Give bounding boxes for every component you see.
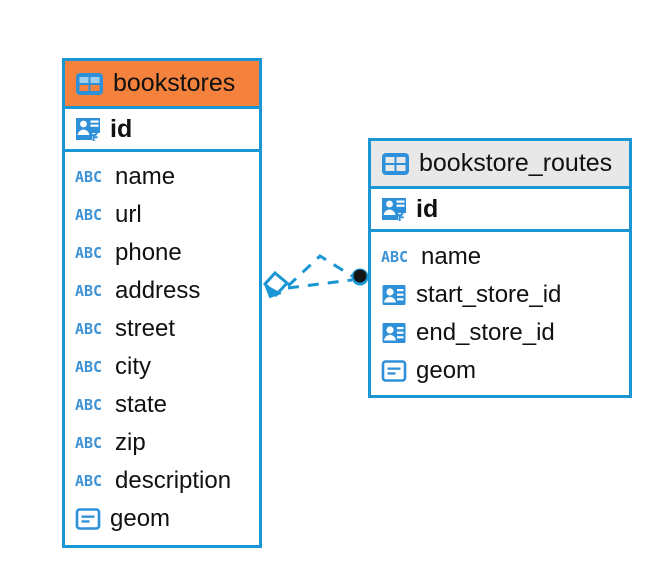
field-label: geom bbox=[110, 505, 171, 532]
field-row-state[interactable]: ABC state bbox=[65, 386, 259, 424]
abc-text-icon: ABC bbox=[75, 395, 103, 414]
field-label: name bbox=[115, 163, 176, 190]
field-label: state bbox=[115, 391, 168, 418]
field-label: name bbox=[421, 243, 482, 270]
field-row-start-store-id[interactable]: start_store_id bbox=[371, 276, 629, 314]
abc-text-icon: ABC bbox=[75, 357, 103, 376]
table-header-bookstores[interactable]: bookstores bbox=[65, 61, 259, 106]
table-header-bookstore-routes[interactable]: bookstore_routes bbox=[371, 141, 629, 186]
abc-text-icon: ABC bbox=[75, 433, 103, 452]
field-row-phone[interactable]: ABC phone bbox=[65, 234, 259, 272]
table-grid-icon bbox=[75, 71, 104, 97]
field-row-id[interactable]: id bbox=[65, 106, 259, 152]
abc-text-icon: ABC bbox=[75, 205, 103, 224]
table-bookstores[interactable]: bookstores id ABC name bbox=[62, 58, 262, 548]
field-label: phone bbox=[115, 239, 182, 266]
field-label: description bbox=[115, 467, 232, 494]
field-row-address[interactable]: ABC address bbox=[65, 272, 259, 310]
table-title: bookstores bbox=[113, 69, 236, 97]
field-row-zip[interactable]: ABC zip bbox=[65, 424, 259, 462]
table-grid-icon bbox=[381, 151, 410, 177]
field-label: start_store_id bbox=[416, 281, 562, 308]
field-label: geom bbox=[416, 357, 477, 384]
geometry-icon bbox=[381, 358, 407, 384]
connector-branch-upper bbox=[286, 254, 353, 288]
field-row-id[interactable]: id bbox=[371, 186, 629, 232]
field-label: city bbox=[115, 353, 151, 380]
primary-key-label: id bbox=[416, 194, 439, 223]
primary-key-icon bbox=[75, 116, 101, 142]
field-row-description[interactable]: ABC description bbox=[65, 462, 259, 500]
table-title: bookstore_routes bbox=[419, 149, 613, 177]
geometry-icon bbox=[75, 506, 101, 532]
field-label: zip bbox=[115, 429, 146, 456]
field-row-end-store-id[interactable]: end_store_id bbox=[371, 314, 629, 352]
foreign-key-icon bbox=[381, 282, 407, 308]
filled-circle-endpoint-icon bbox=[351, 268, 369, 286]
field-list-bookstores: ABC name ABC url ABC phone ABC address A… bbox=[65, 152, 259, 544]
field-label: url bbox=[115, 201, 142, 228]
field-row-name[interactable]: ABC name bbox=[371, 238, 629, 276]
table-bookstore-routes[interactable]: bookstore_routes id ABC name bbox=[368, 138, 632, 398]
diamond-endpoint-icon bbox=[262, 270, 290, 299]
abc-text-icon: ABC bbox=[75, 243, 103, 262]
field-label: street bbox=[115, 315, 176, 342]
field-row-geom[interactable]: geom bbox=[371, 352, 629, 390]
field-row-city[interactable]: ABC city bbox=[65, 348, 259, 386]
abc-text-icon: ABC bbox=[75, 319, 103, 338]
abc-text-icon: ABC bbox=[75, 471, 103, 490]
field-label: end_store_id bbox=[416, 319, 555, 346]
abc-text-icon: ABC bbox=[381, 247, 409, 266]
field-row-name[interactable]: ABC name bbox=[65, 158, 259, 196]
field-list-bookstore-routes: ABC name start_store_id bbox=[371, 232, 629, 396]
field-row-street[interactable]: ABC street bbox=[65, 310, 259, 348]
primary-key-label: id bbox=[110, 114, 133, 143]
abc-text-icon: ABC bbox=[75, 281, 103, 300]
foreign-key-icon bbox=[381, 320, 407, 346]
connector-branch-lower bbox=[287, 278, 353, 290]
primary-key-icon bbox=[381, 196, 407, 222]
field-row-url[interactable]: ABC url bbox=[65, 196, 259, 234]
abc-text-icon: ABC bbox=[75, 167, 103, 186]
field-row-geom[interactable]: geom bbox=[65, 500, 259, 538]
field-label: address bbox=[115, 277, 201, 304]
